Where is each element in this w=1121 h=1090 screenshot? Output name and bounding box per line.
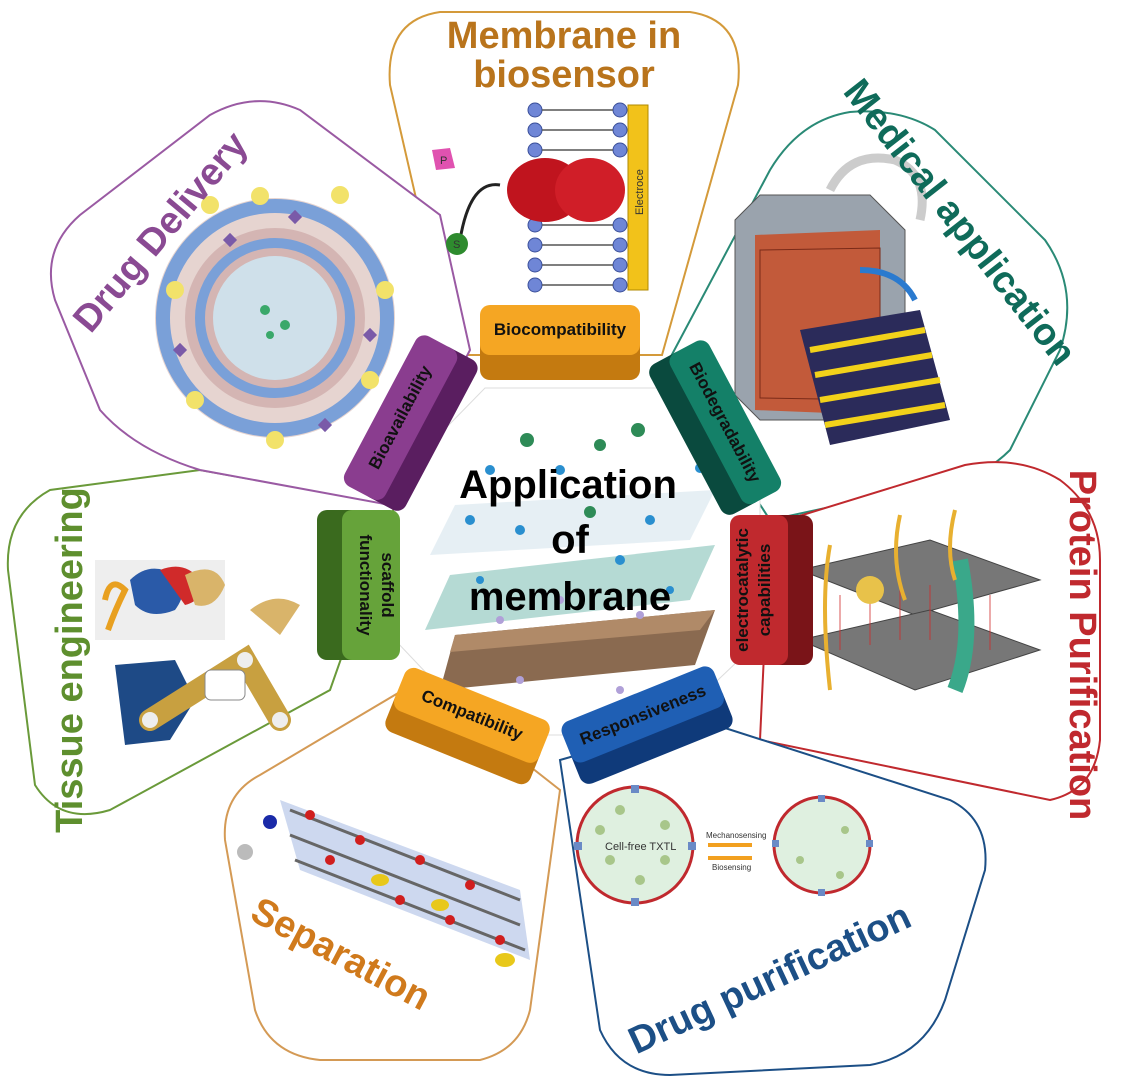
svg-text:electrocatalytic: electrocatalytic <box>733 528 752 652</box>
svg-text:capabilities: capabilities <box>755 544 774 637</box>
tab-compatibility: Compatibility <box>385 667 550 785</box>
separation-framework-art <box>237 800 530 967</box>
mechanosensing-label: Mechanosensing <box>706 831 766 840</box>
liposome-art <box>155 186 395 449</box>
svg-text:scaffold: scaffold <box>378 552 397 617</box>
tissue-engineering-art <box>95 560 300 745</box>
drugpur-vesicle-art: Cell-free TXTL Mechanosensing Biosensing <box>574 785 873 906</box>
tab-scaffold: scaffold functionality <box>317 510 400 660</box>
petal-biosensor-title-line-2: biosensor <box>473 54 655 96</box>
txtl-label: Cell-free TXTL <box>605 841 676 853</box>
center-title-line-1: Application <box>459 463 677 507</box>
tab-biocompatibility: Biocompatibility <box>480 305 640 380</box>
biosensor-p-label: P <box>440 155 447 167</box>
svg-text:functionality: functionality <box>356 534 375 636</box>
biosensor-membrane-art: P S Electroce <box>432 102 649 293</box>
center-title-line-3: membrane <box>469 575 671 619</box>
biosensing-label: Biosensing <box>712 863 751 872</box>
electrode-label: Electroce <box>634 169 646 215</box>
petal-tissue-title: Tissue engineering <box>49 487 91 833</box>
biosensor-s-label: S <box>453 239 460 251</box>
tab-biodegradability: Biodegradability <box>649 340 782 515</box>
petal-biosensor-title-line-1: Membrane in <box>447 15 681 57</box>
petal-protein-title: Protein Purification <box>1061 470 1103 820</box>
center-membrane-art <box>425 423 715 694</box>
medical-device-art <box>734 153 950 445</box>
tab-electrocatalytic: electrocatalytic capabilities <box>730 515 813 665</box>
petal-tissue-outline <box>6 468 397 816</box>
svg-text:Biocompatibility: Biocompatibility <box>494 320 627 339</box>
tab-responsiveness: Responsiveness <box>561 666 733 784</box>
protein-membrane-art <box>798 509 1042 693</box>
tab-bioavailability: Bioavailability <box>343 335 478 511</box>
center-title-line-2: of <box>551 518 589 562</box>
